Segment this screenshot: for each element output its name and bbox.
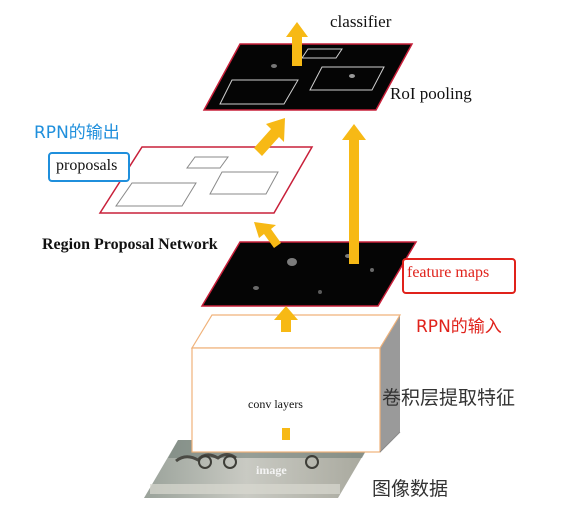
rpn-input-label: RPN的输入	[416, 317, 502, 337]
classifier-label: classifier	[330, 12, 392, 31]
feature-maps-plane	[200, 241, 418, 307]
arrow-image-to-conv	[282, 428, 290, 440]
conv-layers-cn-label: 卷积层提取特征	[382, 387, 516, 409]
arrow-feature-to-roi	[342, 124, 366, 264]
image-label: image	[256, 463, 287, 477]
arrow-feature-to-proposals	[254, 222, 281, 248]
roi-pooling-plane	[202, 43, 414, 111]
arrow-proposals-to-roi	[254, 118, 285, 156]
feature-maps-highlight-box	[402, 258, 516, 294]
arrow-conv-to-feature	[274, 306, 298, 332]
roi-pooling-label: RoI pooling	[390, 84, 472, 103]
proposals-label: proposals	[56, 157, 118, 174]
conv-layers-label: conv layers	[248, 397, 303, 411]
proposals-plane	[98, 146, 314, 214]
rpn-output-label: RPN的输出	[34, 123, 120, 143]
feature-maps-label: feature maps	[407, 264, 490, 281]
region-proposal-network-label: Region Proposal Network	[42, 236, 218, 253]
conv-layers-cube	[190, 314, 402, 453]
arrow-roi-to-classifier	[286, 22, 308, 66]
image-data-cn-label: 图像数据	[372, 478, 449, 500]
proposals-highlight-box	[48, 152, 130, 182]
